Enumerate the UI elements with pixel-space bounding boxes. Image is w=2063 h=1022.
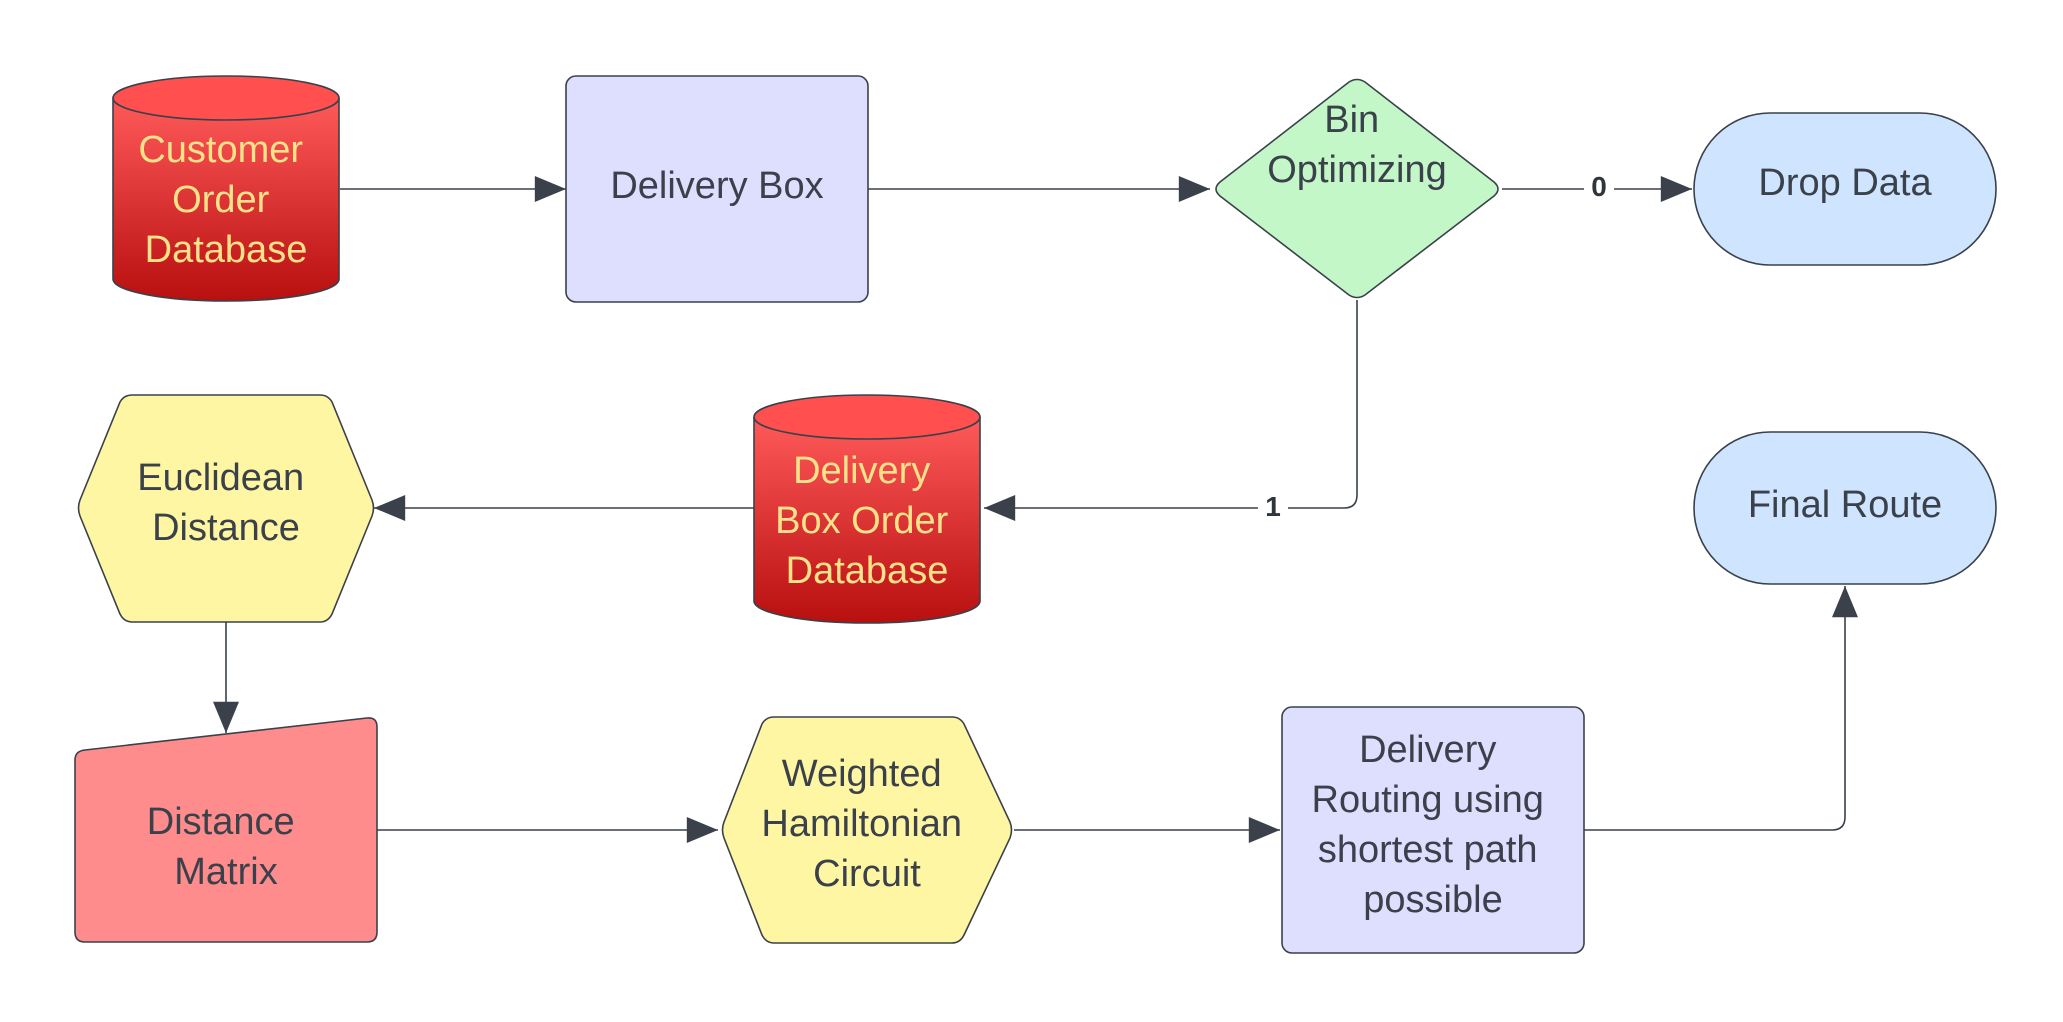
distance-matrix-node[interactable]: Distance Matrix	[74, 717, 378, 943]
drop-data-label: Drop Data	[1758, 162, 1932, 204]
routing-line-1: Delivery	[1359, 729, 1496, 771]
hamiltonian-line-2: Hamiltonian	[761, 803, 962, 845]
delivery-box-db-line-2: Box Order	[775, 500, 949, 542]
delivery-box-db-line-3: Database	[786, 550, 949, 592]
edge-routing-to-final-route	[1582, 586, 1858, 831]
hamiltonian-line-3: Circuit	[813, 853, 921, 895]
euclidean-line-2: Distance	[152, 507, 300, 549]
delivery-box-line-1: Delivery Box	[610, 165, 823, 207]
final-route-node[interactable]: Final Route	[1693, 431, 1997, 585]
edge-label-bg-0	[1584, 168, 1614, 206]
edge-label-0: 0	[1591, 171, 1607, 202]
routing-line-2: Routing using	[1312, 779, 1544, 821]
bin-optimizing-node[interactable]: Bin Optimizing	[1215, 78, 1499, 299]
weighted-hamiltonian-circuit-label: Weighted Hamiltonian Circuit	[761, 753, 972, 895]
euclidean-distance-node[interactable]: Euclidean Distance	[77, 394, 375, 623]
delivery-routing-label: Delivery Routing using shortest path pos…	[1312, 729, 1555, 921]
delivery-box-db-line-1: Delivery	[793, 450, 930, 492]
edge-label-1: 1	[1265, 491, 1281, 522]
edge-bin-optimizing-to-delivery-box-db	[984, 300, 1358, 521]
delivery-routing-node[interactable]: Delivery Routing using shortest path pos…	[1281, 706, 1585, 954]
final-route-line-1: Final Route	[1748, 484, 1942, 526]
customer-db-line-1: Customer	[138, 129, 303, 171]
bin-optimizing-label: Bin Optimizing	[1267, 99, 1447, 191]
customer-order-database-node[interactable]: Customer Order Database	[112, 75, 340, 302]
customer-db-line-2: Order	[172, 179, 269, 221]
delivery-box-order-database-label: Delivery Box Order Database	[775, 450, 959, 592]
weighted-hamiltonian-circuit-node[interactable]: Weighted Hamiltonian Circuit	[721, 716, 1013, 944]
delivery-box-order-database-node[interactable]: Delivery Box Order Database	[753, 394, 981, 624]
distance-matrix-line-2: Matrix	[174, 851, 277, 893]
delivery-box-node[interactable]: Delivery Box	[565, 75, 869, 303]
drop-data-line-1: Drop Data	[1758, 162, 1932, 204]
hamiltonian-line-1: Weighted	[782, 753, 942, 795]
distance-matrix-label: Distance Matrix	[147, 801, 305, 893]
drop-data-node[interactable]: Drop Data	[1693, 112, 1997, 266]
euclidean-line-1: Euclidean	[137, 457, 304, 499]
bin-optimizing-line-2: Optimizing	[1267, 149, 1447, 191]
distance-matrix-line-1: Distance	[147, 801, 295, 843]
final-route-label: Final Route	[1748, 484, 1942, 526]
routing-line-3: shortest path	[1318, 829, 1538, 871]
customer-order-database-label: Customer Order Database	[138, 129, 313, 271]
customer-db-line-3: Database	[145, 229, 308, 271]
bin-optimizing-line-1: Bin	[1324, 99, 1379, 141]
delivery-box-label: Delivery Box	[610, 165, 823, 207]
euclidean-distance-label: Euclidean Distance	[137, 457, 314, 549]
edges: 0 1	[213, 168, 1858, 843]
routing-line-4: possible	[1363, 879, 1502, 921]
edge-label-bg-1	[1258, 488, 1288, 526]
